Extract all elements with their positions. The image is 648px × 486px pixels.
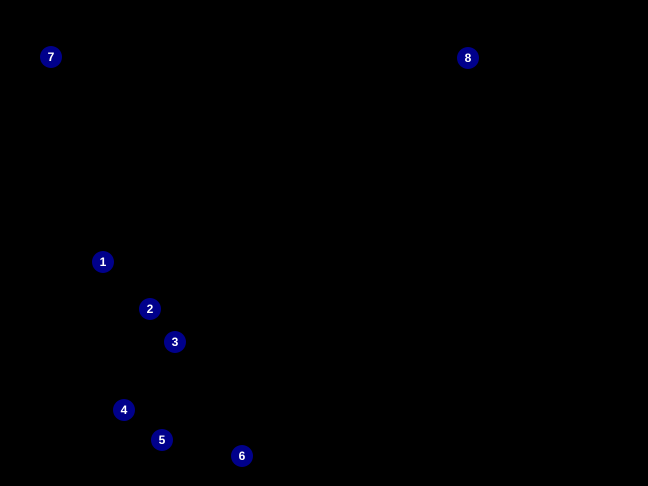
marker-badge-8[interactable]: 8 <box>457 47 479 69</box>
marker-badge-7[interactable]: 7 <box>40 46 62 68</box>
marker-badge-5[interactable]: 5 <box>151 429 173 451</box>
marker-badge-3[interactable]: 3 <box>164 331 186 353</box>
marker-badge-6[interactable]: 6 <box>231 445 253 467</box>
marker-badge-1[interactable]: 1 <box>92 251 114 273</box>
marker-badge-2[interactable]: 2 <box>139 298 161 320</box>
marker-badge-4[interactable]: 4 <box>113 399 135 421</box>
